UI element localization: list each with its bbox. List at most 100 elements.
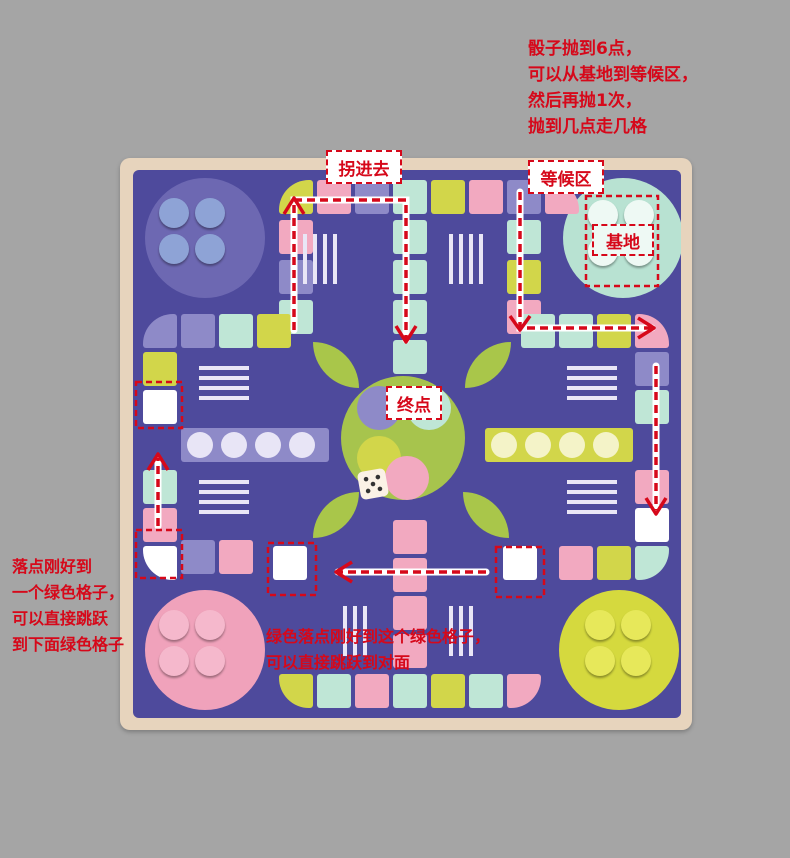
rule-note-line: 可以从基地到等候区， [528,65,698,85]
lane-dot [491,432,517,458]
path-cell [469,674,503,708]
rule-note-line: 抛到几点走几格 [528,117,647,137]
lane-dot [187,432,213,458]
lane-dot [289,432,315,458]
pig-token-icon[interactable] [621,610,651,640]
center-pink-home [385,456,429,500]
stripe [199,386,249,390]
stripe [199,480,249,484]
stripe [363,606,367,656]
path-cell [469,180,503,214]
stripe [199,396,249,400]
rule-note-line: 然后再抛1次， [528,91,642,111]
path-cell [393,674,427,708]
path-cell [431,674,465,708]
path-cell [503,546,537,580]
lane-dot [255,432,281,458]
rabbit-token-icon[interactable] [195,198,225,228]
stripe [567,386,617,390]
game-board [133,170,681,718]
stripe [567,490,617,494]
pig-token-icon[interactable] [585,646,615,676]
home-lane-cell [393,220,427,254]
stripe [479,234,483,284]
stripe [567,366,617,370]
path-cell [635,352,669,386]
stripe [567,500,617,504]
stripe [449,606,453,656]
path-cell [273,546,307,580]
path-cell [635,390,669,424]
rabbit-token-icon[interactable] [195,646,225,676]
path-cell [559,546,593,580]
path-cell [143,390,177,424]
pig-token-icon[interactable] [621,646,651,676]
rule-note-line: 一个绿色格子， [12,583,125,602]
rabbit-token-icon[interactable] [195,234,225,264]
stripe [459,606,463,656]
stripe [343,606,347,656]
path-cell [257,314,291,348]
stripe [313,234,317,284]
path-cell [431,180,465,214]
path-cell [507,220,541,254]
waiting-area-label: 等候区 [528,160,604,194]
path-cell [635,508,669,542]
stripe [459,234,463,284]
base-label: 基地 [592,224,654,256]
home-lane-cell [393,340,427,374]
path-cell [355,674,389,708]
stripe [567,480,617,484]
stripe [199,376,249,380]
path-cell [181,314,215,348]
stripe [199,500,249,504]
rule-note-line: 落点刚好到 [12,557,93,576]
dice-icon[interactable] [356,467,390,501]
stripe [333,234,337,284]
rule-note-line: 可以直接跳跃 [12,609,109,628]
home-lane-cell [393,596,427,630]
stripe [199,366,249,370]
path-cell [317,674,351,708]
path-cell [507,260,541,294]
stripe [199,490,249,494]
path-cell [143,352,177,386]
go-in-label: 拐进去 [326,150,402,184]
path-cell [181,540,215,574]
stripe [199,510,249,514]
stripe [353,606,357,656]
stripe [449,234,453,284]
base-zone-yellow [559,590,679,710]
rule-note-jump-across: 绿色落点刚好到这个绿色格子， 可以直接跳跃到对面 [266,624,490,676]
home-lane-cell [393,260,427,294]
stripe [567,510,617,514]
path-cell [219,540,253,574]
rabbit-token-icon[interactable] [159,646,189,676]
rabbit-token-icon[interactable] [195,610,225,640]
home-lane-cell [393,634,427,668]
stripe [469,234,473,284]
rule-note-jump-down: 落点刚好到 一个绿色格子， 可以直接跳跃 到下面绿色格子 [12,554,124,658]
rabbit-token-icon[interactable] [159,198,189,228]
rule-note-dice-six: 骰子抛到6点， 可以从基地到等候区， 然后再抛1次， 抛到几点走几格 [528,36,698,140]
path-cell [635,470,669,504]
finish-label: 终点 [386,386,442,420]
stripe [323,234,327,284]
stripe [567,396,617,400]
path-cell [219,314,253,348]
stripe [303,234,307,284]
rule-note-line: 骰子抛到6点， [528,39,642,59]
rule-note-line: 到下面绿色格子 [12,635,125,654]
path-cell [597,546,631,580]
lane-dot [559,432,585,458]
lane-dot [593,432,619,458]
rabbit-token-icon[interactable] [159,234,189,264]
rule-note-line: 可以直接跳跃到对面 [266,653,411,672]
pig-token-icon[interactable] [585,610,615,640]
lane-dot [221,432,247,458]
stripe [469,606,473,656]
rabbit-token-icon[interactable] [159,610,189,640]
lane-dot [525,432,551,458]
stripe [567,376,617,380]
